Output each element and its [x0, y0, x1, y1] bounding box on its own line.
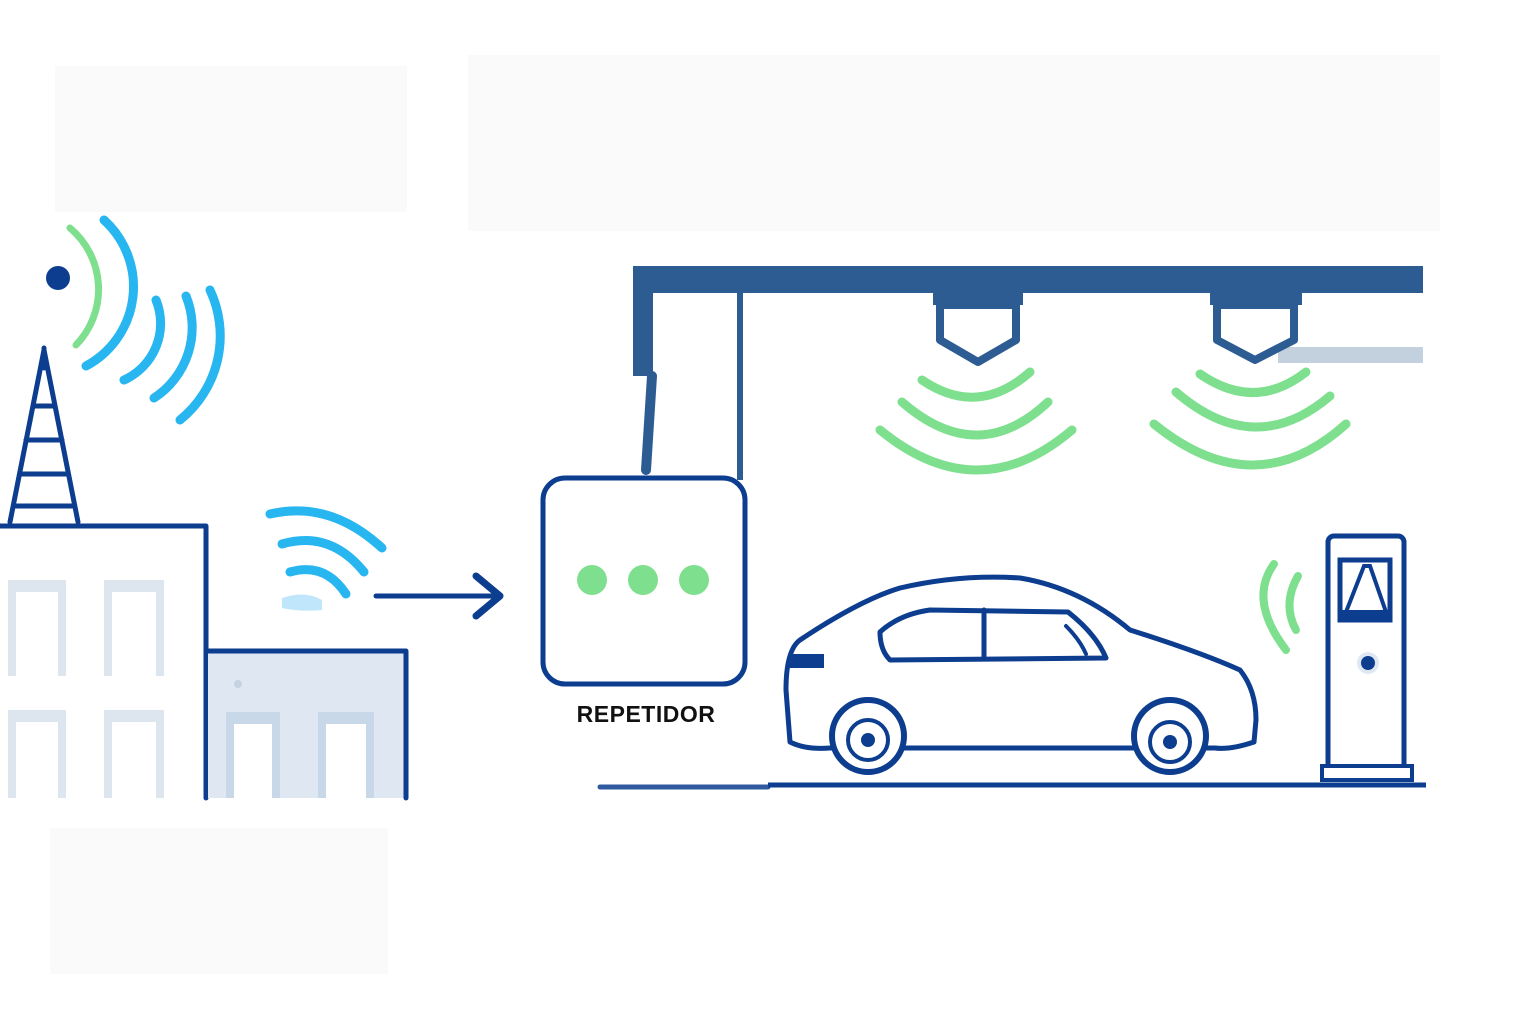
charger-signal-waves [1259, 560, 1302, 654]
ceiling-antenna-icon [1210, 293, 1302, 364]
ev-charger-icon [1320, 533, 1414, 782]
placeholder-panel-top-left [55, 66, 407, 212]
tower-signal-waves-icon [66, 215, 225, 425]
cell-tower-icon [7, 266, 81, 525]
repeater-label: REPETIDOR [577, 701, 716, 727]
arrow-right-icon [373, 572, 504, 620]
repeater-status-dot [628, 565, 658, 595]
ceiling-antenna-icon [933, 293, 1023, 366]
antenna-coverage-waves-right [1149, 367, 1351, 470]
building-icon [0, 523, 209, 801]
placeholder-panel-bottom-left [50, 828, 388, 974]
wifi-signal-icon [265, 506, 387, 611]
car-icon [783, 574, 1259, 775]
building-small-icon [205, 648, 409, 801]
antenna-coverage-waves-left [875, 367, 1077, 475]
repeater-box-icon [540, 475, 748, 687]
garage-ceiling [633, 266, 1423, 480]
repeater-status-dot [679, 565, 709, 595]
repeater-status-dot [577, 565, 607, 595]
garage-floor [597, 782, 1426, 790]
placeholder-panel-top-right [468, 55, 1440, 231]
